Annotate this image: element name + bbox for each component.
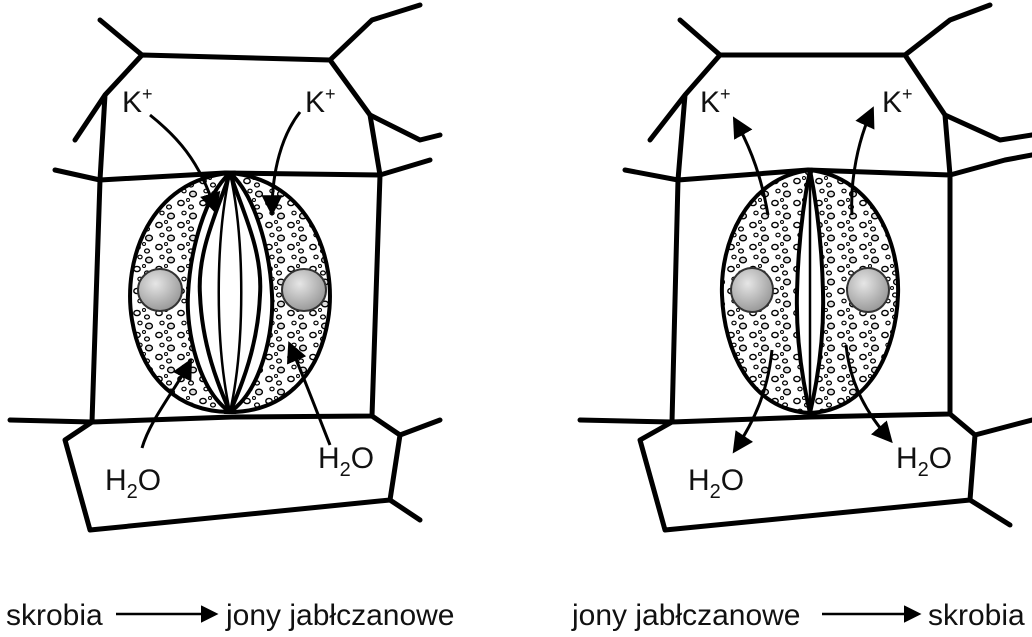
h2o-label-left: H2O [105,464,161,503]
caption-to-right: skrobia [928,599,1025,632]
caption-to-left: jony jabłczanowe [225,599,454,632]
h2o-label-right: H2O [896,442,952,481]
k-label-right: K+ [305,84,336,119]
caption-from-right: jony jabłczanowe [571,599,800,632]
cell-walls [10,5,440,530]
caption-from-left: skrobia [6,599,103,632]
left-panel: K+ K+ H2O H2O skrobia jony jabłczanowe [6,5,454,632]
guard-cell-right [219,173,330,412]
h2o-label-right: H2O [318,442,374,481]
nucleus-icon [138,269,182,311]
k-label-left: K+ [700,84,731,119]
k-label-left: K+ [122,84,153,119]
right-panel: K+ K+ H2O H2O jony jabłczanowe skrobia [571,5,1032,632]
cell-walls [580,5,1032,530]
nucleus-icon [731,268,773,312]
nucleus-icon [847,268,889,312]
nucleus-icon [282,269,326,311]
k-label-right: K+ [882,84,913,119]
h2o-label-left: H2O [688,464,744,503]
